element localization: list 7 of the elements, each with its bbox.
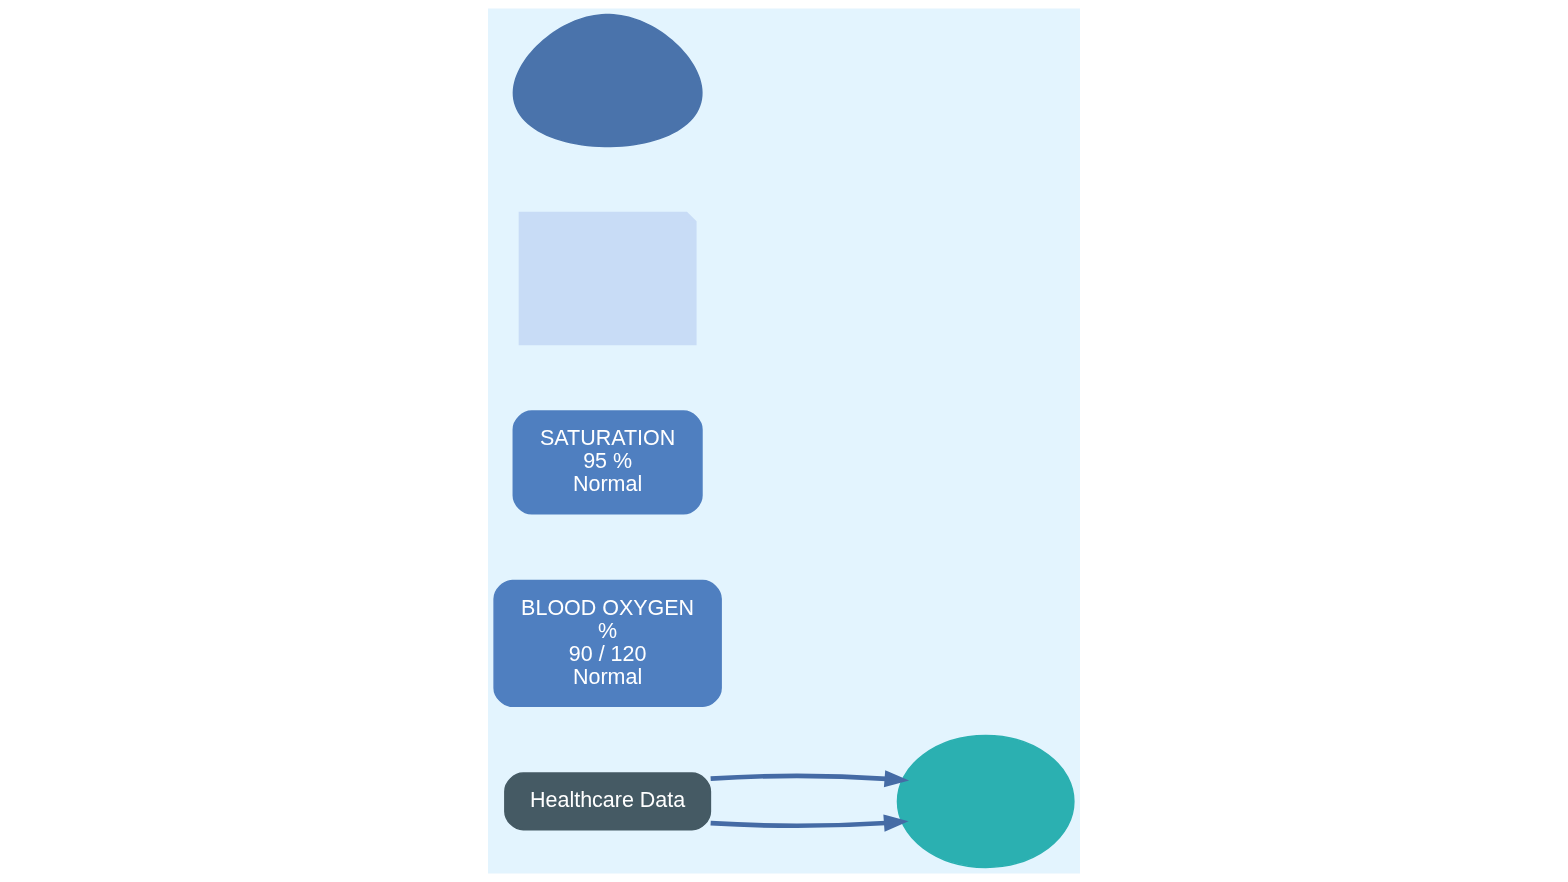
arrow (710, 770, 910, 788)
arrow (710, 814, 909, 832)
node-cloud (896, 734, 1075, 869)
node-person (512, 13, 703, 148)
node-box: SATURATION 95 % Normal (512, 410, 703, 515)
node-box: Healthcare Data (504, 772, 712, 831)
node-box: BLOOD OXYGEN % 90 / 120 Normal (493, 579, 722, 708)
